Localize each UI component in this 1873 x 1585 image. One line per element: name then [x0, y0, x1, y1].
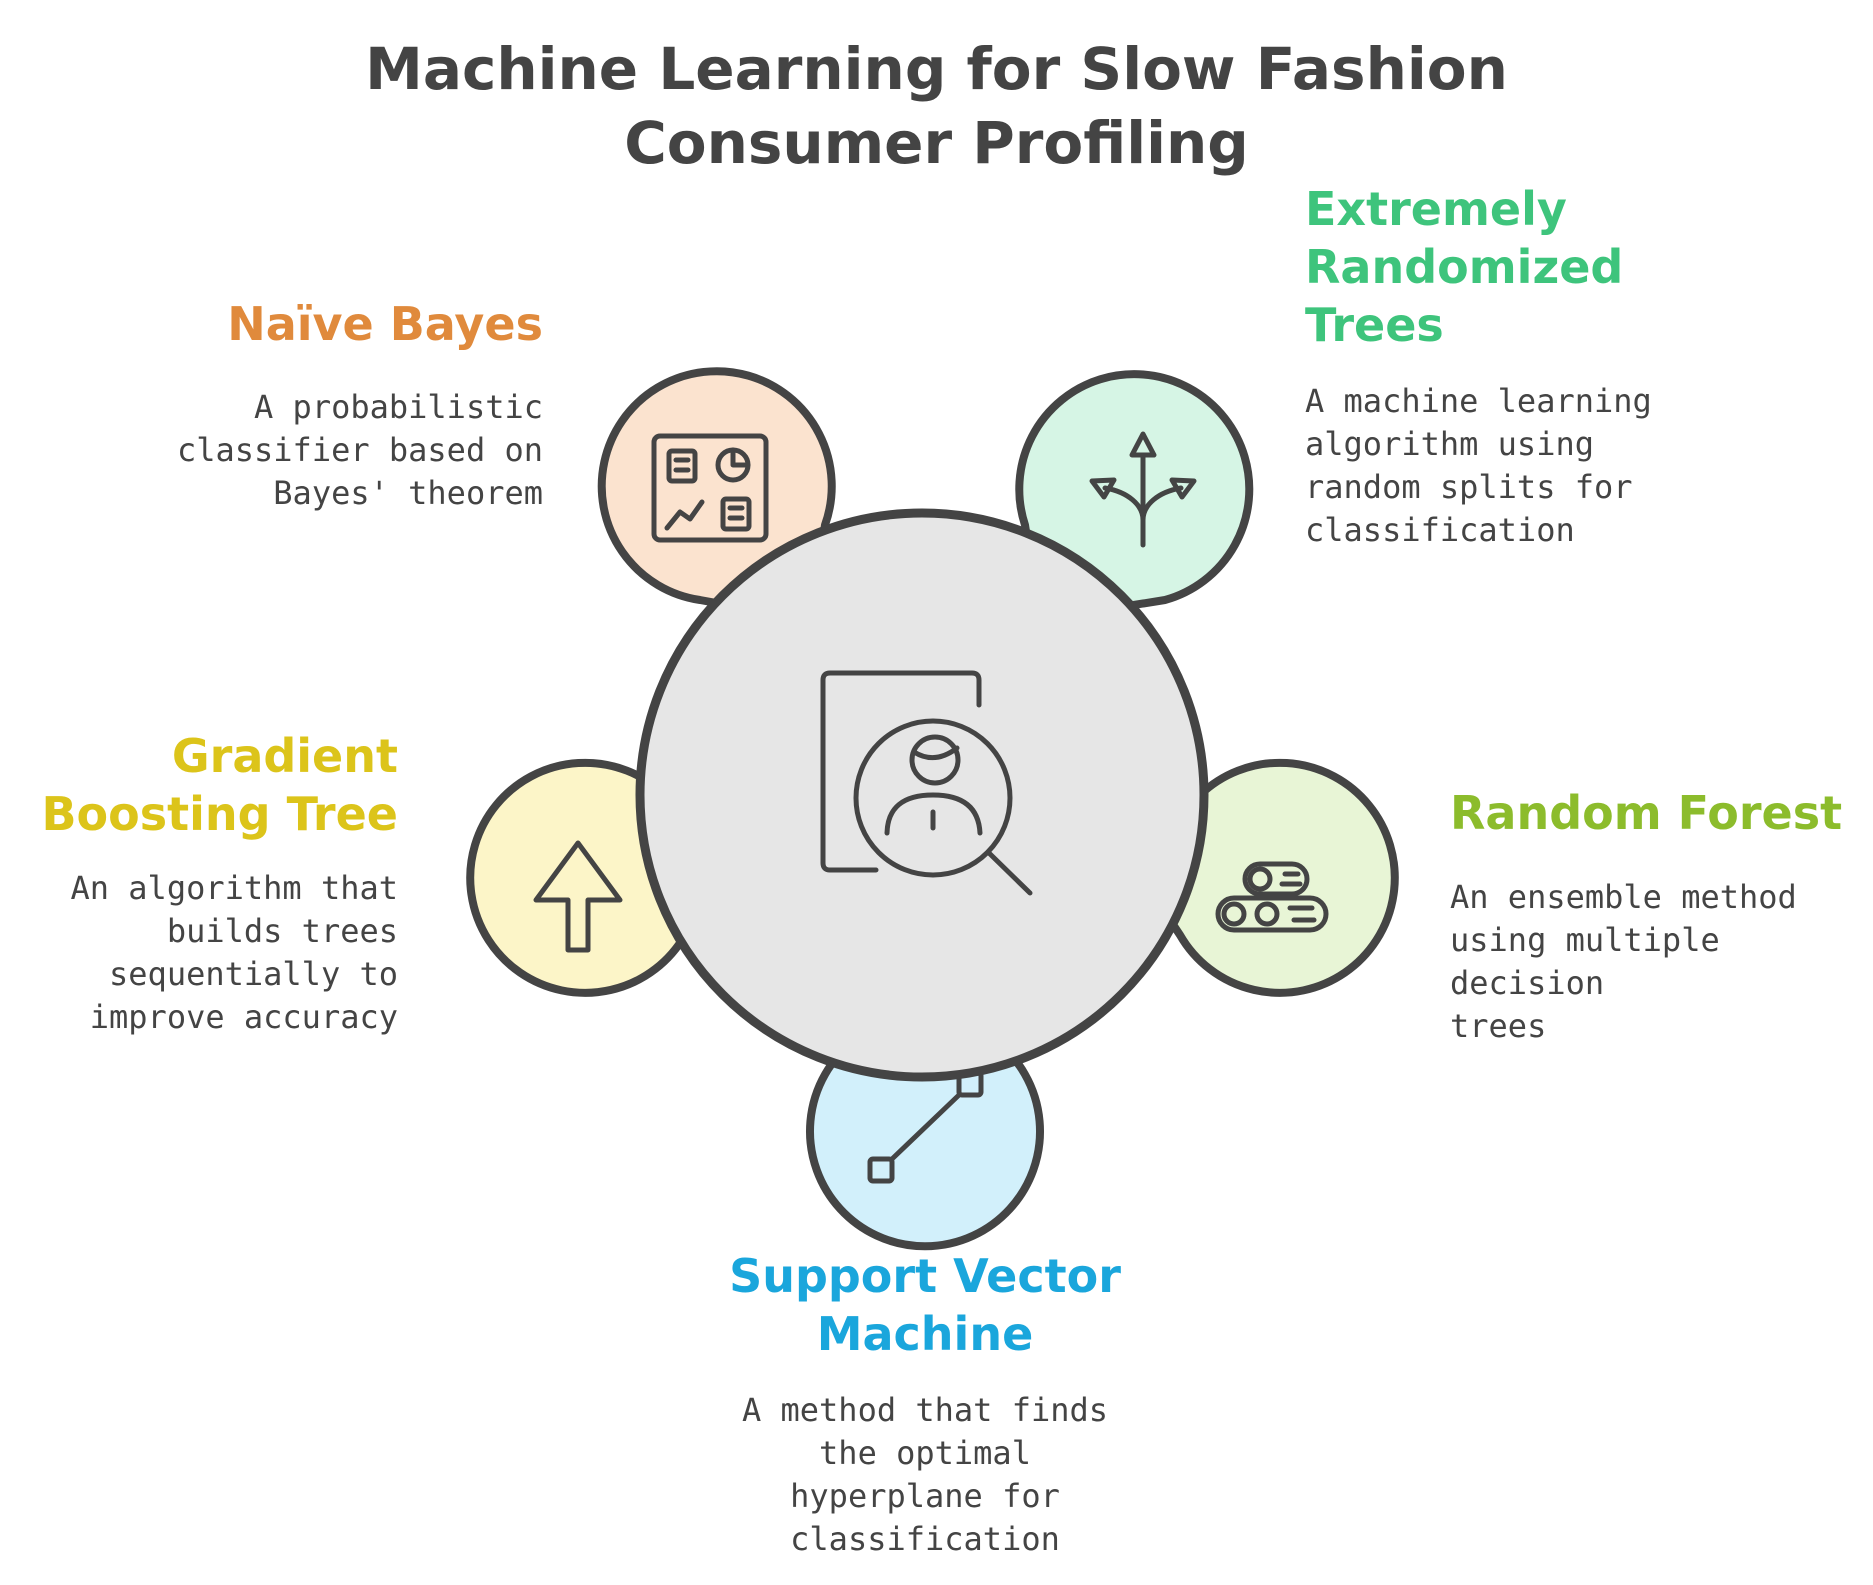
gradient-boosting-title: Gradient Boosting Tree: [0, 727, 399, 843]
extra-trees-title-line: Extremely: [1305, 182, 1567, 236]
dashboard-chart-icon: [651, 433, 769, 543]
svm-description: A method that finds the optimal hyperpla…: [620, 1389, 1230, 1561]
extra-trees-desc-line: A machine learning: [1305, 382, 1652, 420]
svm-title-line: Support Vector: [729, 1249, 1121, 1303]
svm-title-line: Machine: [816, 1307, 1034, 1361]
extra-trees-desc-line: algorithm using: [1305, 425, 1594, 463]
random-forest-title: Random Forest: [1450, 786, 1843, 840]
gradient-boosting-desc-line: improve accuracy: [89, 998, 398, 1036]
gradient-boosting-description: An algorithm that builds trees sequentia…: [0, 867, 398, 1039]
gradient-boosting-desc-line: sequentially to: [109, 955, 398, 993]
split-arrows-icon: [1089, 431, 1197, 548]
central-hub: [635, 508, 1209, 1082]
extra-trees-title-line: Randomized: [1305, 240, 1624, 294]
random-forest-desc-line: using multiple decision: [1450, 921, 1720, 1002]
extra-trees-desc-line: random splits for: [1305, 468, 1633, 506]
extra-trees-description: A machine learning algorithm using rando…: [1305, 380, 1785, 552]
logs-icon: [1215, 861, 1329, 933]
naive-bayes-description: A probabilistic classifier based on Baye…: [23, 386, 543, 515]
naive-bayes-title: Naïve Bayes: [227, 297, 543, 351]
svm-desc-line: A method that finds: [741, 1391, 1109, 1429]
random-forest-desc-line: trees: [1450, 1007, 1547, 1045]
arrow-up-icon: [533, 840, 623, 953]
extra-trees-desc-line: classification: [1305, 511, 1575, 549]
gradient-boosting-title-line: Boosting Tree: [41, 787, 399, 841]
extra-trees-title: Extremely Randomized Trees: [1305, 180, 1705, 354]
title-line-1: Machine Learning for Slow Fashion: [365, 35, 1508, 103]
svm-desc-line: classification: [790, 1520, 1060, 1558]
random-forest-desc-line: An ensemble method: [1450, 878, 1797, 916]
naive-bayes-desc-line: Bayes' theorem: [273, 474, 543, 512]
title-line-2: Consumer Profiling: [624, 109, 1249, 177]
gradient-boosting-desc-line: builds trees: [166, 912, 398, 950]
svm-desc-line: hyperplane for: [790, 1477, 1060, 1515]
svm-title: Support Vector Machine: [620, 1247, 1230, 1363]
svm-desc-line: the optimal: [819, 1434, 1031, 1472]
diagram-title: Machine Learning for Slow Fashion Consum…: [0, 32, 1873, 180]
naive-bayes-desc-line: classifier based on: [176, 431, 543, 469]
gradient-boosting-desc-line: An algorithm that: [70, 869, 398, 907]
user-profile-search-icon: [820, 670, 1033, 896]
naive-bayes-desc-line: A probabilistic: [254, 388, 543, 426]
random-forest-description: An ensemble method using multiple decisi…: [1450, 876, 1870, 1048]
extra-trees-title-line: Trees: [1305, 298, 1444, 352]
gradient-boosting-title-line: Gradient: [171, 729, 398, 783]
